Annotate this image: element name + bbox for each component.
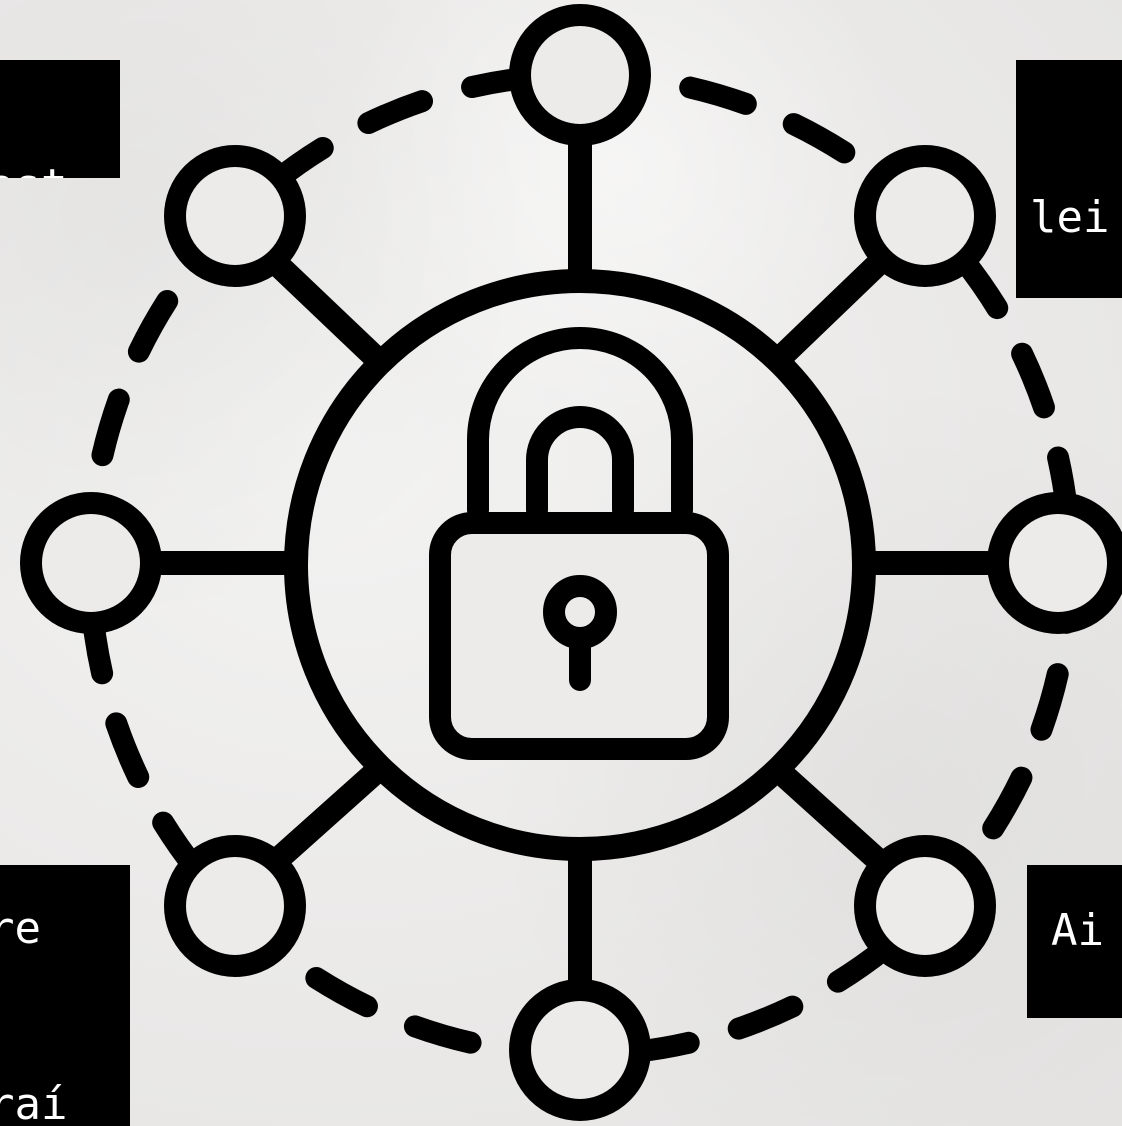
label-bottom-left-line1: re	[0, 903, 41, 954]
label-box-bottom-left: re raí	[0, 865, 130, 1126]
padlock-shackle-outer	[467, 327, 693, 521]
spoke-top-right	[769, 253, 889, 369]
node-top-left	[164, 145, 306, 287]
node-top	[509, 4, 651, 146]
node-top-right	[854, 145, 996, 287]
node-bottom	[509, 979, 651, 1121]
label-box-bottom-right: Ai	[1027, 865, 1122, 1018]
node-bottom-right	[854, 835, 996, 977]
label-box-top-right: lei	[1016, 60, 1122, 298]
node-right	[987, 492, 1122, 634]
node-left	[20, 492, 162, 634]
spokes	[160, 140, 1000, 985]
label-bottom-right: Ai	[1051, 905, 1104, 956]
nodes	[20, 4, 1122, 1121]
node-bottom-left	[164, 835, 306, 977]
spoke-bottom-left	[267, 761, 386, 871]
label-bottom-left-line2: raí	[0, 1079, 68, 1126]
padlock-icon	[429, 327, 729, 760]
central-ring	[284, 269, 876, 861]
padlock-shackle-inner	[526, 406, 634, 521]
label-box-top-left: ost	[0, 60, 120, 178]
spoke-top-left	[266, 253, 387, 369]
label-top-left: ost	[0, 164, 67, 179]
spoke-bottom-right	[769, 761, 889, 871]
label-top-right: lei	[1030, 192, 1110, 243]
